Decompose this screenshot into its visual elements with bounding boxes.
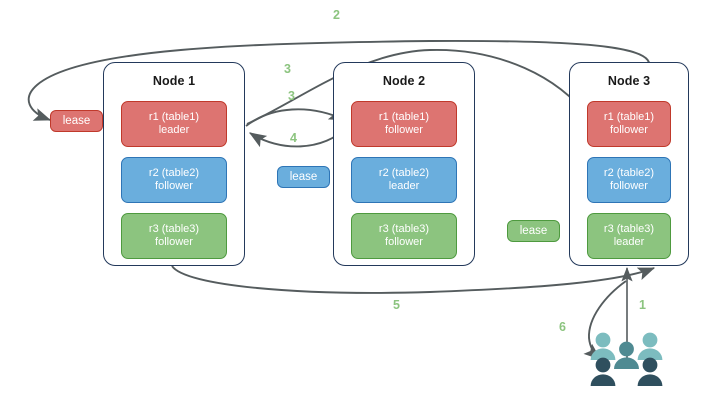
replica-node3-r3[interactable]: r3 (table3) leader bbox=[587, 213, 671, 259]
node-box-node2[interactable]: Node 2 r1 (table1) follower r2 (table2) … bbox=[333, 62, 475, 266]
replica-node3-r2[interactable]: r2 (table2) follower bbox=[587, 157, 671, 203]
edge-label-6: 6 bbox=[559, 320, 566, 334]
edge-label-1: 1 bbox=[639, 298, 646, 312]
node-title: Node 3 bbox=[607, 74, 651, 88]
lease-badge-r2[interactable]: lease bbox=[277, 166, 330, 188]
node-title: Node 2 bbox=[382, 74, 426, 88]
replica-node2-r2[interactable]: r2 (table2) leader bbox=[351, 157, 457, 203]
replica-node1-r1[interactable]: r1 (table1) leader bbox=[121, 101, 227, 147]
replica-role: leader bbox=[613, 236, 645, 248]
replica-role: follower bbox=[155, 180, 193, 192]
replica-name: r3 (table3) bbox=[378, 222, 430, 235]
replica-node2-r1[interactable]: r1 (table1) follower bbox=[351, 101, 457, 147]
replica-role: leader bbox=[158, 124, 190, 136]
replica-name: r2 (table2) bbox=[378, 166, 430, 179]
edge-label-3b: 3 bbox=[288, 89, 295, 103]
lease-badge-r1[interactable]: lease bbox=[50, 110, 103, 132]
edge-3-lower-path bbox=[245, 107, 347, 127]
replica-role: follower bbox=[610, 124, 648, 136]
replica-node1-r2[interactable]: r2 (table2) follower bbox=[121, 157, 227, 203]
replica-role: follower bbox=[610, 180, 648, 192]
node-box-node1[interactable]: Node 1 r1 (table1) leader r2 (table2) fo… bbox=[103, 62, 245, 266]
replica-role: follower bbox=[385, 124, 423, 136]
edge-label-3a: 3 bbox=[284, 62, 291, 76]
replica-role: follower bbox=[155, 236, 193, 248]
replica-name: r3 (table3) bbox=[603, 222, 655, 235]
replica-name: r2 (table2) bbox=[148, 166, 200, 179]
node-box-node3[interactable]: Node 3 r1 (table1) follower r2 (table2) … bbox=[569, 62, 689, 266]
replica-name: r1 (table1) bbox=[378, 110, 430, 123]
replica-node2-r3[interactable]: r3 (table3) follower bbox=[351, 213, 457, 259]
replica-role: follower bbox=[385, 236, 423, 248]
replica-name: r2 (table2) bbox=[603, 166, 655, 179]
replica-name: r3 (table3) bbox=[148, 222, 200, 235]
replica-name: r1 (table1) bbox=[603, 110, 655, 123]
edge-label-2: 2 bbox=[333, 8, 340, 22]
edge-label-5: 5 bbox=[393, 298, 400, 312]
replica-role: leader bbox=[388, 180, 420, 192]
edge-label-4: 4 bbox=[290, 131, 297, 145]
node-title: Node 1 bbox=[152, 74, 196, 88]
edge-5-path bbox=[171, 265, 656, 294]
lease-badge-r3[interactable]: lease bbox=[507, 220, 560, 242]
replica-node1-r3[interactable]: r3 (table3) follower bbox=[121, 213, 227, 259]
replica-name: r1 (table1) bbox=[148, 110, 200, 123]
users-group-icon bbox=[590, 332, 663, 386]
replica-node3-r1[interactable]: r1 (table1) follower bbox=[587, 101, 671, 147]
